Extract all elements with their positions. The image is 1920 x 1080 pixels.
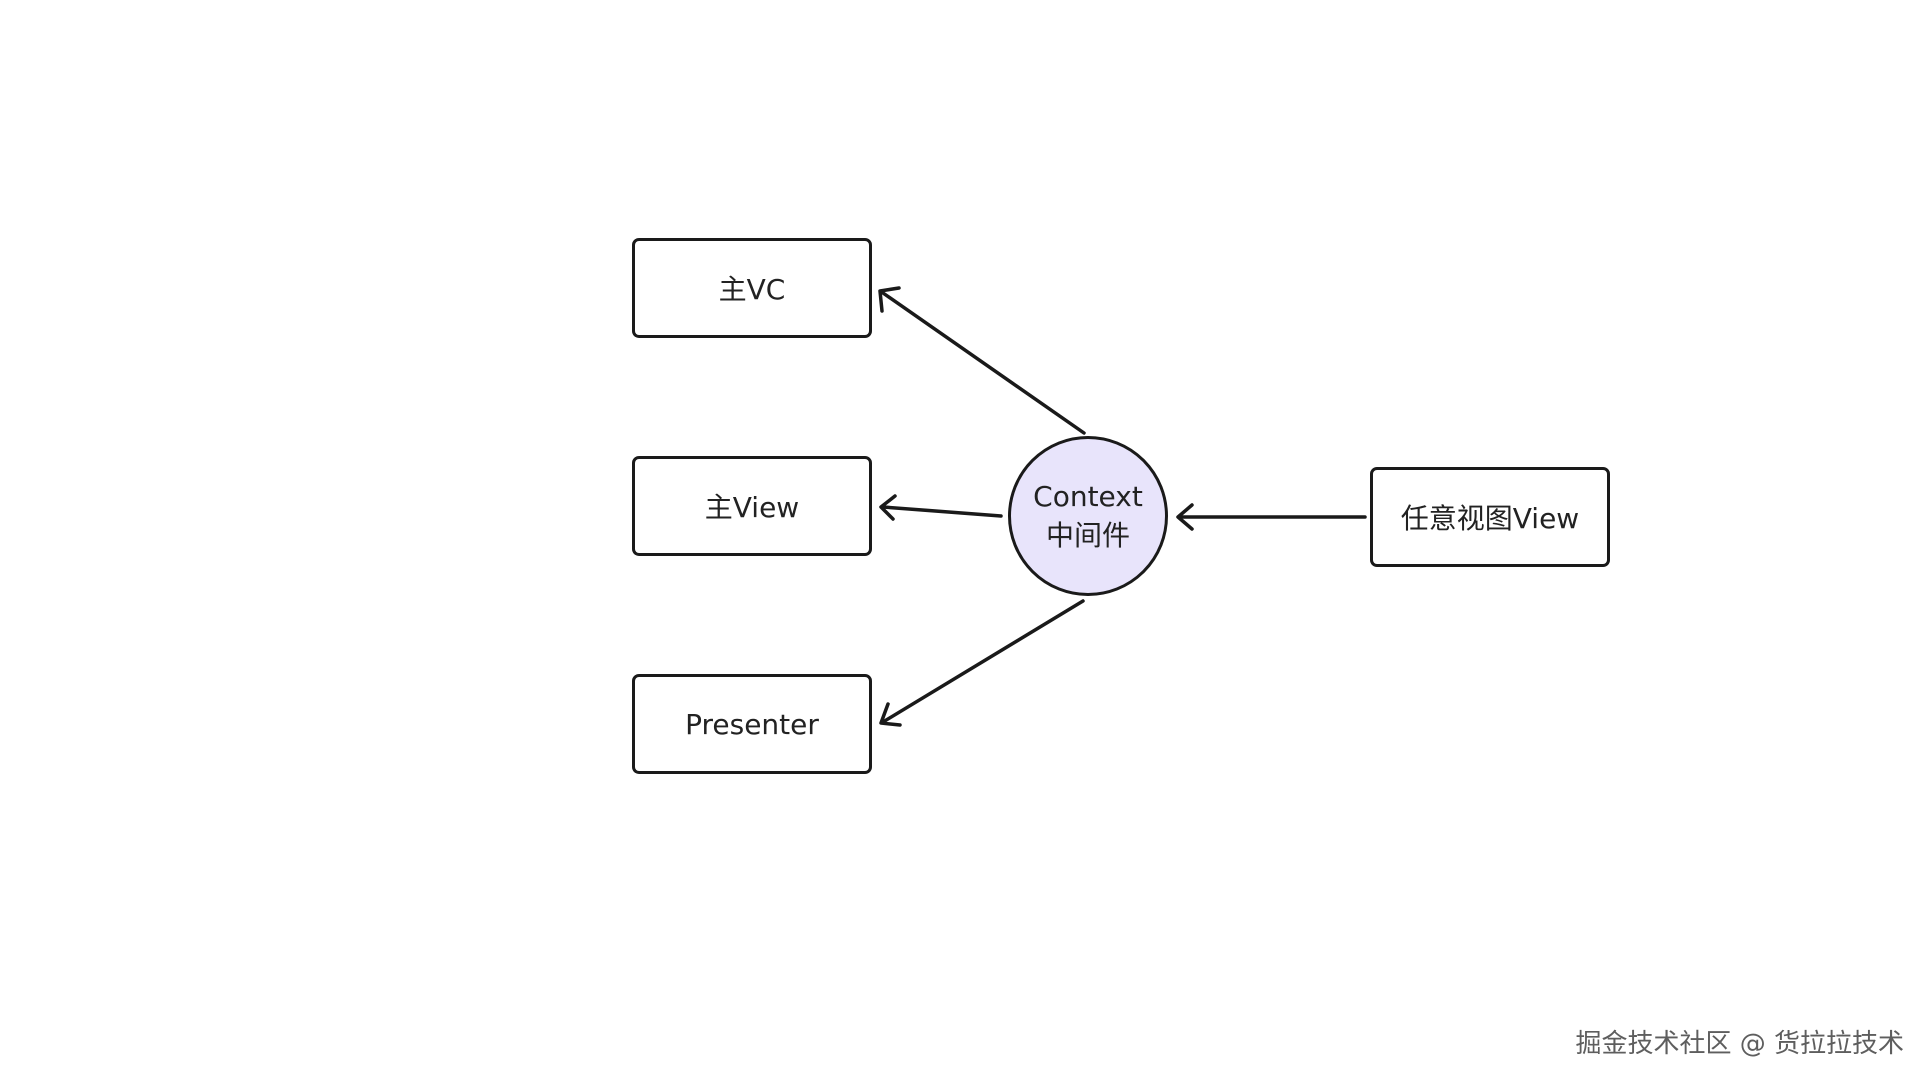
node-context-label: Context [1033,480,1143,513]
node-main-vc-label: 主VC [718,273,786,306]
node-main-vc: 主VC [632,238,872,338]
node-presenter-label: Presenter [685,707,819,741]
edge-context-to-main-view [881,505,1003,518]
node-any-view-label: 任意视图View [1400,502,1580,535]
arrowhead-main-view [879,494,897,521]
arrowhead-main-vc [878,286,901,313]
edge-context-to-presenter [881,599,1085,724]
arrowhead-context [1176,503,1194,531]
node-context-middleware: Context 中间件 [1008,436,1168,596]
node-main-view: 主View [632,456,872,556]
node-middleware-label: 中间件 [1045,519,1130,552]
watermark: 掘金技术社区 @ 货拉拉技术 [1575,1029,1904,1059]
node-presenter: Presenter [632,674,872,774]
edge-context-to-main-vc [881,291,1086,435]
node-any-view: 任意视图View [1370,467,1610,567]
arrowhead-presenter [879,702,902,727]
node-main-view-label: 主View [704,491,800,524]
